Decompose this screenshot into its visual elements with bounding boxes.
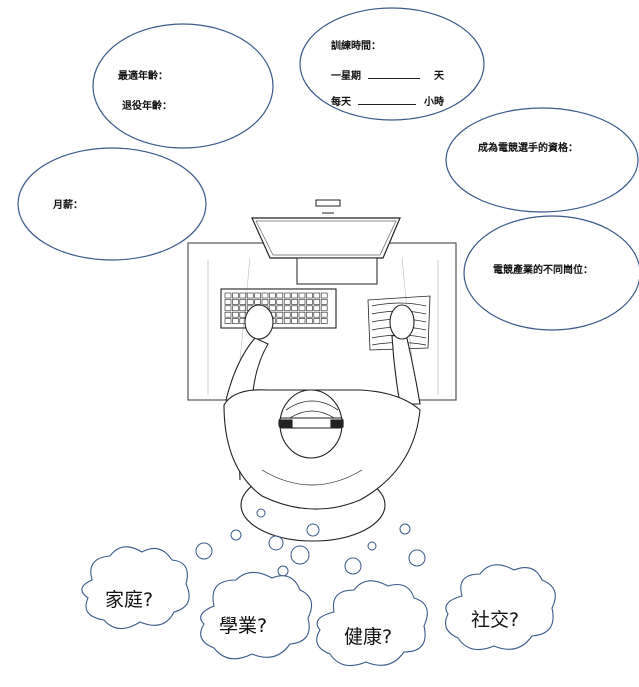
keyboard-key: [291, 299, 298, 305]
day-blank: [358, 104, 417, 105]
keyboard-key: [283, 318, 291, 324]
study-text: 學業?: [219, 615, 268, 637]
best-age-label: 最適年齡：: [118, 71, 168, 82]
keyboard-key: [306, 305, 313, 312]
keyboard-key: [224, 299, 232, 305]
keyboard-key: [320, 292, 328, 299]
keyboard-key: [239, 292, 247, 299]
health-cloud: [316, 580, 428, 667]
week-blank: [368, 78, 421, 79]
family-text: 家庭?: [105, 589, 154, 611]
keyboard-key: [320, 318, 328, 324]
keyboard-key: [313, 311, 321, 318]
day-prefix: 每天: [331, 97, 351, 108]
training-day-row: 每天 小時: [331, 93, 444, 108]
keyboard-key: [306, 299, 313, 305]
age-bubble: [92, 23, 274, 149]
qualification-label: 成為電競選手的資格：: [478, 143, 578, 154]
family-cloud: [81, 546, 190, 630]
keyboard-key: [283, 299, 291, 305]
keyboard-key: [291, 311, 298, 318]
keyboard-key: [291, 318, 298, 324]
keyboard-key: [269, 305, 276, 312]
keyboard-key: [283, 292, 291, 299]
keyboard-key: [298, 299, 306, 305]
keyboard-key: [313, 292, 321, 299]
keyboard-key: [239, 299, 247, 305]
keyboard-key: [269, 292, 276, 299]
week-unit: 天: [433, 71, 444, 82]
salary-label: 月薪：: [53, 200, 83, 211]
keyboard-key: [291, 292, 298, 299]
keyboard-key: [224, 318, 232, 324]
keyboard-key: [224, 305, 232, 312]
week-prefix: 一星期: [331, 71, 361, 82]
keyboard-key: [232, 318, 239, 324]
keyboard-key: [298, 292, 306, 299]
keyboard-key: [269, 299, 276, 305]
keyboard-key: [276, 305, 284, 312]
keyboard-key: [306, 292, 313, 299]
training-title: 訓練時間：: [331, 41, 381, 52]
keyboard-key: [224, 292, 232, 299]
keyboard-key: [246, 292, 254, 299]
social-cloud: [445, 564, 556, 651]
keyboard-key: [232, 311, 239, 318]
keyboard-key: [261, 292, 269, 299]
qualification-bubble: [445, 107, 639, 213]
keyboard-key: [298, 318, 306, 324]
keyboard-key: [239, 305, 247, 312]
thought-circles: [195, 508, 426, 577]
social-text: 社交?: [471, 609, 520, 631]
keyboard-key: [283, 311, 291, 318]
keyboard-key: [246, 299, 254, 305]
keyboard-key: [320, 299, 328, 305]
salary-bubble: [17, 147, 207, 261]
health-text: 健康?: [344, 626, 393, 648]
training-week-row: 一星期 天: [331, 67, 444, 82]
keyboard-key: [306, 311, 313, 318]
day-unit: 小時: [423, 97, 444, 108]
keyboard-key: [232, 292, 239, 299]
gamer-figure: [223, 304, 421, 510]
keyboard-key: [276, 311, 284, 318]
keyboard-key: [283, 305, 291, 312]
keyboard-key: [261, 299, 269, 305]
keyboard-key: [298, 305, 306, 312]
keyboard-key: [254, 299, 261, 305]
keyboard-key: [276, 292, 284, 299]
monitor: [239, 199, 413, 361]
keyboard-key: [298, 311, 306, 318]
keyboard-key: [306, 318, 313, 324]
positions-label: 電競產業的不同崗位：: [493, 265, 593, 276]
keyboard-key: [224, 311, 232, 318]
retire-age-label: 退役年齡：: [122, 101, 172, 112]
study-cloud: [200, 571, 313, 660]
keyboard-key: [313, 305, 321, 312]
keyboard-key: [313, 299, 321, 305]
keyboard-key: [232, 299, 239, 305]
keyboard: [220, 288, 337, 329]
training-bubble: [299, 7, 485, 121]
keyboard-key: [320, 311, 328, 318]
keyboard-key: [313, 318, 321, 324]
keyboard-key: [254, 292, 261, 299]
keyboard-key: [276, 299, 284, 305]
keyboard-key: [232, 305, 239, 312]
keyboard-key: [320, 305, 328, 312]
keyboard-key: [291, 305, 298, 312]
positions-bubble: [463, 215, 639, 331]
keyboard-key: [276, 318, 284, 324]
